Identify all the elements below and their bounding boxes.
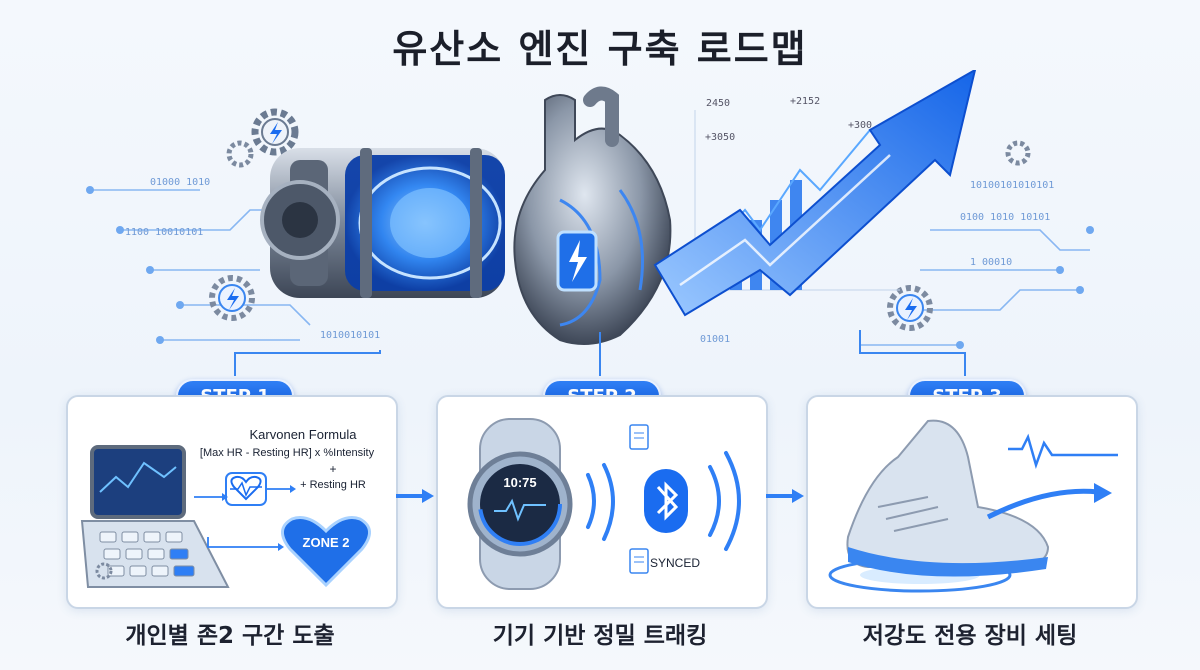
gear-icon [226,140,254,168]
gear-icon [209,275,255,321]
arrow-right-icon [396,489,434,503]
chart-label: 2450 [706,98,730,109]
step-1-caption: 개인별 존2 구간 도출 [125,623,335,649]
heart-icon [225,472,267,506]
arrow-right-icon [766,489,804,503]
binary-text: 10100101010101 [970,180,1054,191]
chart-label: +3050 [705,132,735,143]
gear-icon [887,285,933,331]
zone-2-label: ZONE 2 [302,535,350,550]
formula-plus: + [329,462,337,476]
formula-title: Karvonen Formula [249,427,357,442]
zone-2-heart [281,516,371,588]
step-2-caption: 기기 기반 정밀 트래킹 [492,623,708,649]
formula-line-2: + Resting HR [300,479,366,491]
growth-arrow [653,70,977,317]
watch-icon [467,418,573,590]
watch-time: 10:75 [503,475,537,490]
chart-label: +2152 [790,96,820,107]
engine-illustration [260,148,505,298]
step-3-card [806,395,1138,609]
binary-text: 0100 1010 10101 [960,212,1050,223]
page-title: 유산소 엔진 구축 로드맵 [392,27,808,71]
formula-line-1: [Max HR - Resting HR] x %Intensity [199,447,375,459]
gear-icon [1005,140,1031,166]
document-icon [629,548,649,574]
calculator-icon [80,445,371,588]
heart-illustration [513,86,672,345]
bluetooth-icon [644,469,688,533]
gear-icon [251,108,299,156]
binary-text: 1 00010 [970,257,1012,268]
hero-illustration: 01000 1010 1100 10010101 1010010101 1010… [86,70,1094,376]
step-3-caption: 저강도 전용 장비 세팅 [862,623,1078,649]
step-2-card: 10:75 SYNCED [436,395,768,609]
synced-label: SYNCED [650,556,701,570]
document-icon [629,424,649,450]
binary-text: 01000 1010 [150,177,210,188]
step-1-card: Karvonen Formula [Max HR - Resting HR] x… [66,395,398,609]
shoe-icon [846,419,1050,577]
binary-text: 01001 [700,334,730,345]
binary-text: 1100 10010101 [125,227,203,238]
chart-label: +300 [848,120,872,131]
binary-text: 1010010101 [320,330,380,341]
gear-icon [95,562,113,580]
